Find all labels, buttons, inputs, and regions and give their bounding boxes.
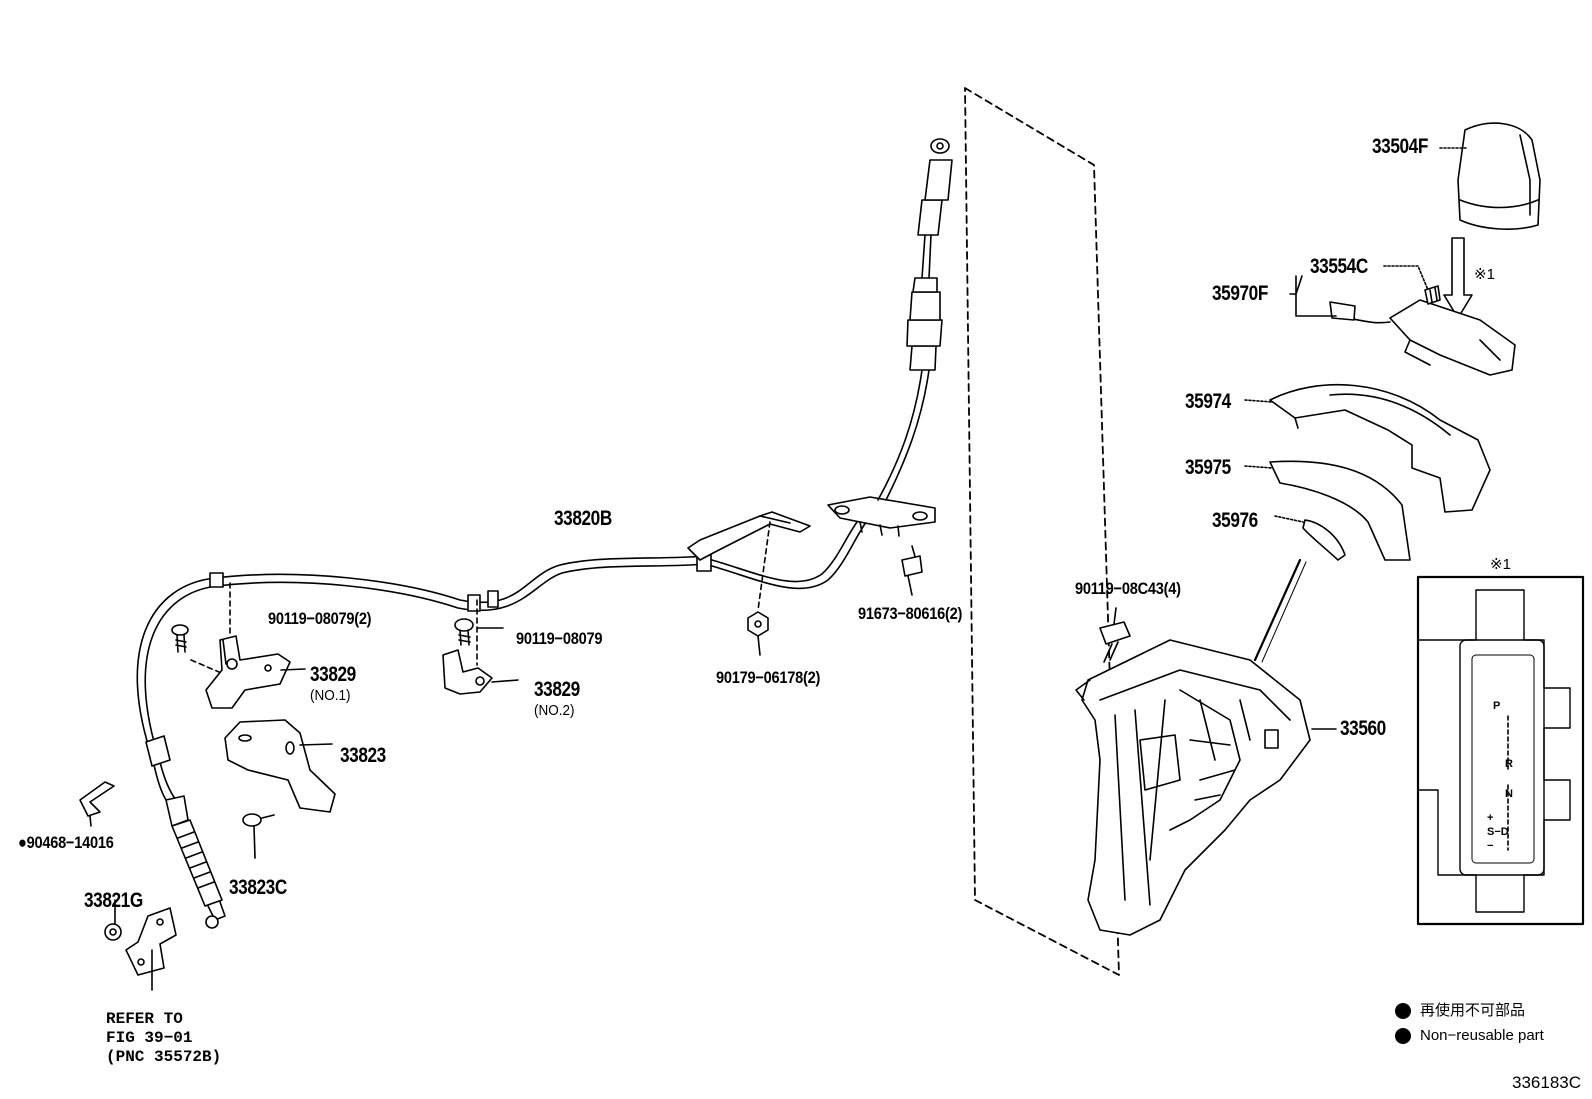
inset-box (1416, 575, 1585, 926)
label-35976: 35976 (1212, 509, 1258, 532)
figure-id: 336183C (1512, 1073, 1582, 1092)
label-33823C: 33823C (229, 876, 287, 899)
label-35975: 35975 (1185, 456, 1231, 479)
label-91673-80616: 91673−80616(2) (858, 604, 963, 623)
label-33829-no2-sub: (NO.2) (534, 702, 575, 719)
legend-en: Non−reusable part (1420, 1027, 1544, 1044)
nut-33821G (104, 899, 122, 941)
label-33560: 33560 (1340, 717, 1386, 740)
bolt-33823C (242, 813, 275, 859)
label-35974: 35974 (1185, 390, 1231, 413)
nut-90179-06178 (747, 611, 769, 656)
cover-35976 (1302, 519, 1346, 561)
bolt-90119-08C43 (1099, 607, 1131, 663)
gate-S-D: S−D (1487, 826, 1509, 838)
label-33829-no1: 33829 (310, 663, 356, 686)
clip-90468-14016 (79, 781, 115, 827)
gate-P: P (1493, 700, 1501, 712)
label-33820B: 33820B (554, 507, 612, 530)
bracket-33829-no2 (442, 649, 493, 695)
bolt-91673-80616 (901, 545, 923, 596)
plate-35572B (125, 907, 177, 991)
refer-note: REFER TO FIG 39−01 (PNC 35572B) (106, 1010, 221, 1067)
label-33829-no2: 33829 (534, 678, 580, 701)
label-90468-14016: ●90468−14016 (18, 833, 114, 852)
shift-cable (136, 138, 953, 929)
label-90119-08079: 90119−08079 (516, 629, 603, 648)
label-35970F: 35970F (1212, 282, 1268, 305)
clip-33554C (1424, 285, 1441, 305)
bracket-33829-no1 (205, 635, 291, 709)
gate-R: R (1505, 758, 1513, 770)
inset-mark: ※1 (1490, 556, 1511, 573)
gate-N: N (1505, 788, 1513, 800)
label-33554C: 33554C (1310, 255, 1368, 278)
indicator-35970F (1329, 299, 1516, 376)
legend-bullet-jp (1395, 1003, 1411, 1019)
cover-35974 (1269, 383, 1491, 513)
refer-line-1: REFER TO (106, 1010, 183, 1028)
refer-line-2: FIG 39−01 (106, 1029, 193, 1047)
label-90119-08C43: 90119−08C43(4) (1075, 579, 1181, 598)
refer-line-3: (PNC 35572B) (106, 1048, 222, 1066)
gate-plus: + (1487, 812, 1494, 824)
bracket-33823 (224, 719, 336, 813)
label-33823: 33823 (340, 744, 386, 767)
label-90179-06178: 90179−06178(2) (716, 668, 821, 687)
down-arrow (1443, 237, 1473, 319)
label-33821G: 33821G (84, 889, 143, 912)
label-33504F: 33504F (1372, 135, 1428, 158)
shift-knob-33504F (1457, 122, 1541, 230)
assembly-boundary (964, 87, 1120, 976)
legend-bullet-en (1395, 1028, 1411, 1044)
label-33829-no1-sub: (NO.1) (310, 687, 351, 704)
bolt-90119-08079-2 (171, 624, 189, 653)
bolt-90119-08079 (454, 618, 474, 646)
plate-35975 (1269, 460, 1411, 561)
legend-jp: 再使用不可部品 (1420, 1002, 1526, 1019)
shift-lever-assembly (1075, 558, 1311, 936)
label-ref-mark: ※1 (1474, 266, 1495, 283)
gate-minus: − (1487, 840, 1494, 852)
label-90119-08079-2: 90119−08079(2) (268, 609, 372, 628)
